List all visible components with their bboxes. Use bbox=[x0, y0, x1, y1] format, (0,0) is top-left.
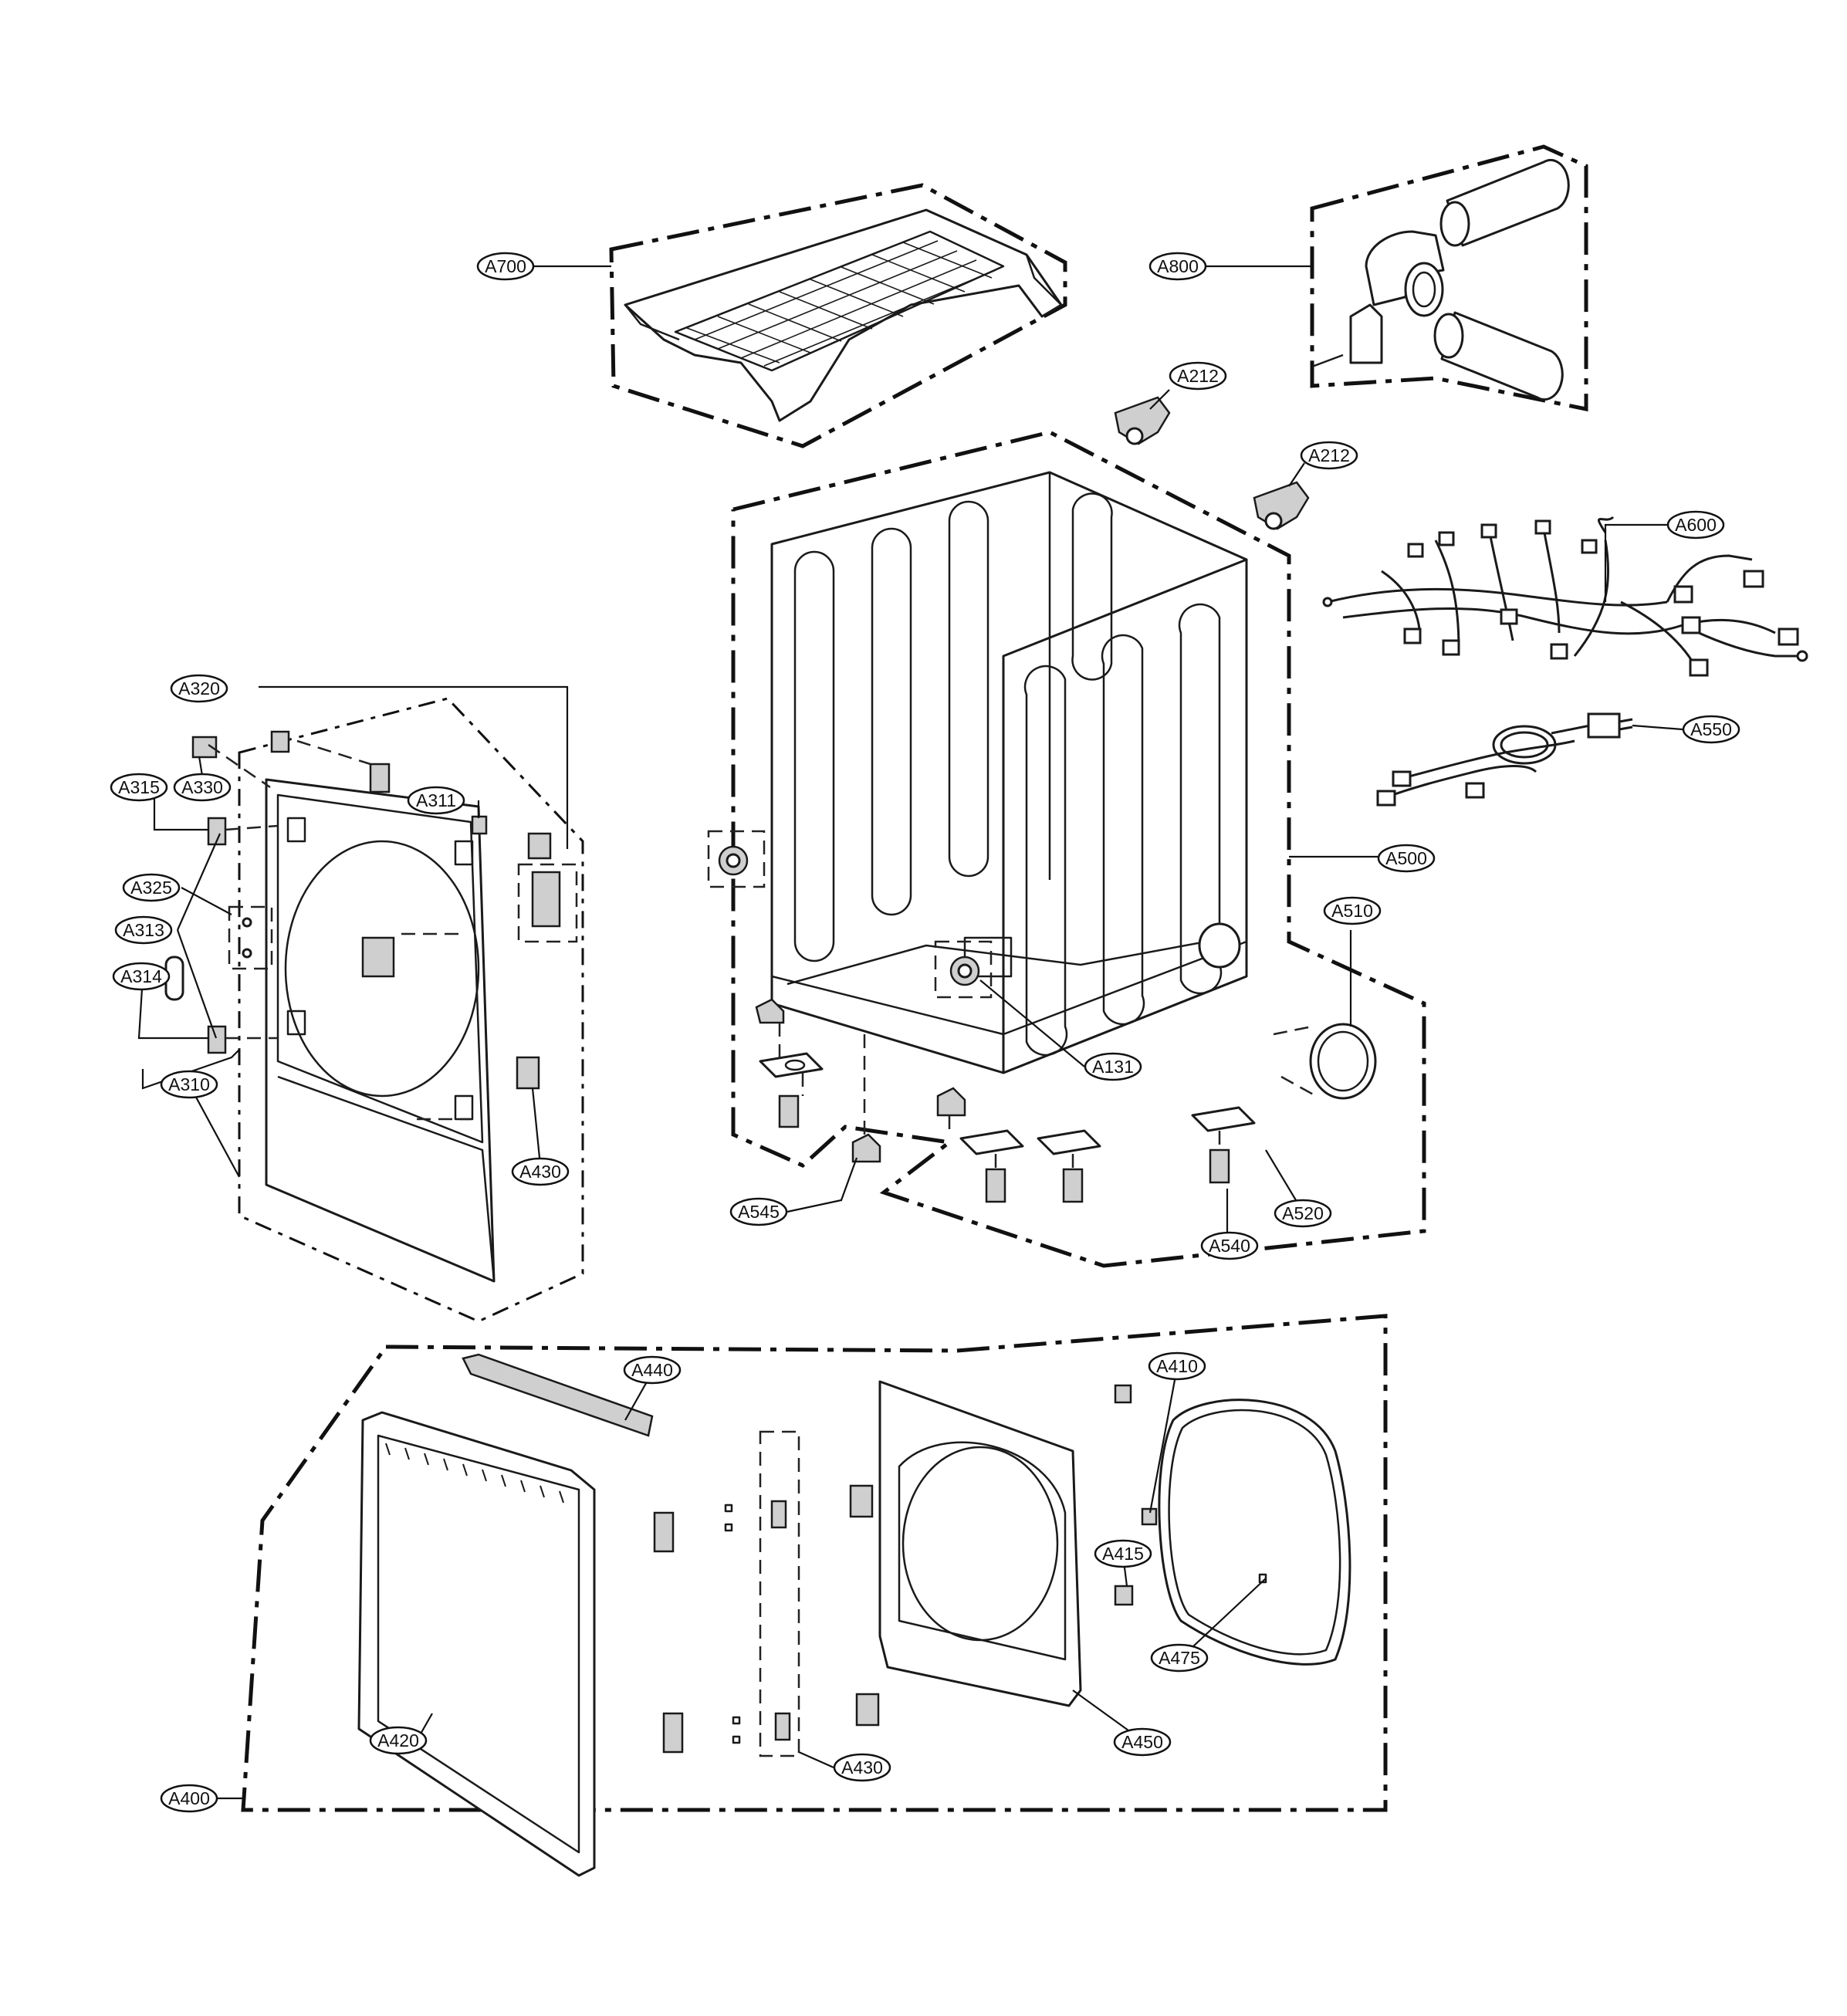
label-a131: A131 bbox=[1084, 1052, 1142, 1081]
label-a325: A325 bbox=[122, 873, 181, 902]
svg-text:A540: A540 bbox=[1209, 1236, 1250, 1256]
group-a320-boundary bbox=[238, 697, 584, 1323]
svg-text:A545: A545 bbox=[738, 1202, 780, 1222]
svg-text:A400: A400 bbox=[168, 1788, 210, 1808]
label-a550: A550 bbox=[1682, 715, 1740, 744]
svg-text:A600: A600 bbox=[1675, 515, 1717, 535]
svg-text:A310: A310 bbox=[168, 1074, 210, 1094]
leveling-feet bbox=[755, 998, 1256, 1203]
svg-text:A500: A500 bbox=[1385, 848, 1427, 868]
svg-text:A550: A550 bbox=[1690, 719, 1732, 739]
svg-text:A440: A440 bbox=[631, 1360, 673, 1380]
svg-text:A430: A430 bbox=[841, 1757, 883, 1778]
label-a450: A450 bbox=[1113, 1727, 1172, 1757]
svg-text:A510: A510 bbox=[1331, 901, 1373, 921]
front-frame-assembly bbox=[164, 730, 578, 1283]
svg-text:A212: A212 bbox=[1177, 366, 1219, 386]
label-a415: A415 bbox=[1094, 1539, 1152, 1568]
label-a510: A510 bbox=[1323, 896, 1382, 925]
wire-harness bbox=[1322, 516, 1808, 677]
group-a400-boundary bbox=[241, 1314, 1388, 1812]
label-a700: A700 bbox=[476, 252, 535, 281]
exhaust-duct-kit bbox=[1311, 158, 1570, 401]
svg-text:A325: A325 bbox=[130, 878, 172, 898]
label-a600: A600 bbox=[1666, 510, 1725, 540]
label-a212-upper: A212 bbox=[1169, 361, 1227, 391]
label-a314: A314 bbox=[112, 962, 171, 991]
svg-text:A520: A520 bbox=[1282, 1203, 1324, 1223]
label-a430-upper: A430 bbox=[511, 1157, 570, 1186]
label-a500: A500 bbox=[1377, 844, 1436, 873]
label-a520: A520 bbox=[1274, 1199, 1332, 1228]
svg-text:A800: A800 bbox=[1157, 256, 1199, 276]
label-a400: A400 bbox=[160, 1784, 218, 1813]
group-a500-boundary bbox=[731, 430, 1426, 1268]
group-boundaries bbox=[238, 144, 1588, 1812]
drum-roller-left bbox=[707, 830, 766, 888]
label-a440: A440 bbox=[623, 1355, 682, 1385]
door-assembly bbox=[357, 1353, 1351, 1877]
group-a800-boundary bbox=[1310, 144, 1588, 412]
svg-text:A212: A212 bbox=[1308, 445, 1350, 465]
label-a320: A320 bbox=[170, 674, 228, 703]
label-a315: A315 bbox=[110, 773, 168, 802]
svg-text:A314: A314 bbox=[120, 966, 162, 986]
exhaust-ring bbox=[1273, 1023, 1377, 1100]
label-a212-lower: A212 bbox=[1300, 441, 1358, 470]
svg-text:A700: A700 bbox=[485, 256, 526, 276]
group-a700-boundary bbox=[609, 183, 1067, 448]
svg-text:A450: A450 bbox=[1121, 1732, 1163, 1752]
svg-text:A131: A131 bbox=[1092, 1057, 1134, 1077]
label-a475: A475 bbox=[1150, 1643, 1209, 1673]
svg-text:A475: A475 bbox=[1159, 1648, 1200, 1668]
label-a330: A330 bbox=[173, 773, 232, 802]
svg-text:A430: A430 bbox=[519, 1162, 561, 1182]
drying-rack bbox=[624, 208, 1063, 422]
cabinet bbox=[770, 471, 1248, 1074]
thermostat-lower bbox=[1253, 481, 1310, 530]
label-a310: A310 bbox=[160, 1070, 218, 1099]
label-a313: A313 bbox=[114, 915, 173, 945]
label-a430-lower: A430 bbox=[833, 1753, 891, 1782]
rack-grid bbox=[686, 240, 996, 367]
label-a410: A410 bbox=[1148, 1351, 1206, 1381]
label-a545: A545 bbox=[729, 1197, 788, 1226]
svg-text:A330: A330 bbox=[181, 777, 223, 797]
label-a540: A540 bbox=[1200, 1231, 1259, 1260]
svg-text:A410: A410 bbox=[1156, 1356, 1198, 1376]
label-a311: A311 bbox=[407, 786, 465, 815]
svg-text:A420: A420 bbox=[377, 1730, 419, 1750]
drum-roller-center bbox=[934, 940, 993, 999]
svg-text:A415: A415 bbox=[1102, 1544, 1144, 1564]
svg-text:A315: A315 bbox=[118, 777, 160, 797]
svg-text:A320: A320 bbox=[178, 678, 220, 698]
svg-text:A311: A311 bbox=[416, 790, 456, 810]
label-a420: A420 bbox=[369, 1726, 428, 1755]
part-labels: A700 A800 A212 A212 A600 A550 A500 A510 … bbox=[110, 252, 1740, 1813]
thermostat-upper bbox=[1114, 396, 1171, 445]
svg-text:A313: A313 bbox=[123, 920, 164, 940]
power-cord bbox=[1376, 712, 1633, 807]
label-a800: A800 bbox=[1148, 252, 1207, 281]
